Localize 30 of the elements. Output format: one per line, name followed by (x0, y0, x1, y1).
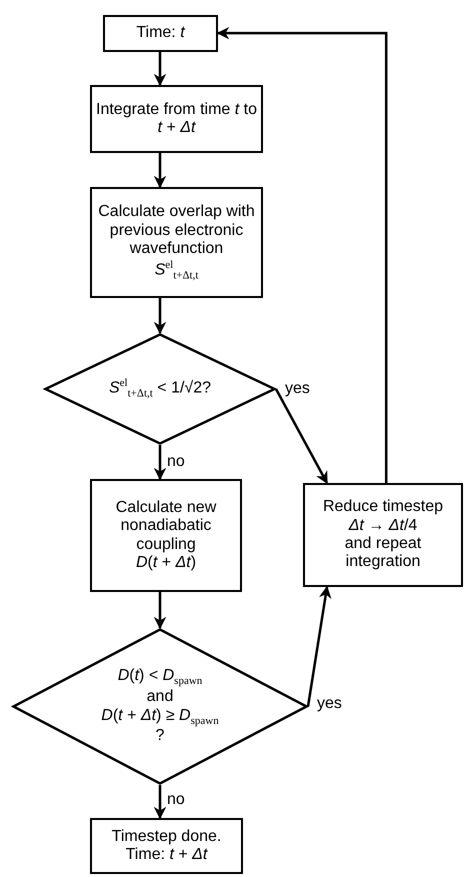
condition-text: and (146, 688, 174, 706)
arrow (154, 153, 166, 188)
arrow (274, 388, 328, 484)
arrow (154, 785, 166, 820)
arrow (216, 26, 388, 484)
process-box (90, 818, 243, 874)
process-box (303, 483, 463, 587)
arrow (154, 592, 166, 630)
step-text: D(t + Δt) (136, 554, 196, 572)
process-box (103, 15, 218, 52)
condition-text: D(t) < D$_{spawn}$ (118, 667, 202, 688)
step-text: Δt → Δt/4 (348, 516, 418, 535)
step-text: Reduce timestep (322, 498, 444, 517)
process-box (90, 479, 242, 592)
decision-diamond (12, 628, 308, 785)
process-box (90, 187, 263, 298)
step-text: Timestep done. Time: t + Δt (110, 828, 222, 864)
arrow (154, 52, 166, 86)
condition-text: S$^{el}$$_{t+Δt,t}$ < 1/√2? (109, 377, 211, 401)
step-text: Time: t (136, 24, 185, 43)
step-text: and repeat integration (344, 535, 422, 572)
step-text: Calculate overlap with previous electronic wavefunction (97, 203, 256, 258)
arrow (154, 445, 166, 480)
step-text: Integrate from time t to t + Δt (96, 100, 257, 138)
condition-text: D(t + Δt) ≥ D$_{spawn}$ (101, 706, 219, 728)
decision-diamond (44, 333, 276, 445)
arrow (306, 586, 332, 707)
condition-text: ? (156, 727, 164, 746)
arrow (154, 298, 166, 334)
process-box (90, 85, 263, 153)
